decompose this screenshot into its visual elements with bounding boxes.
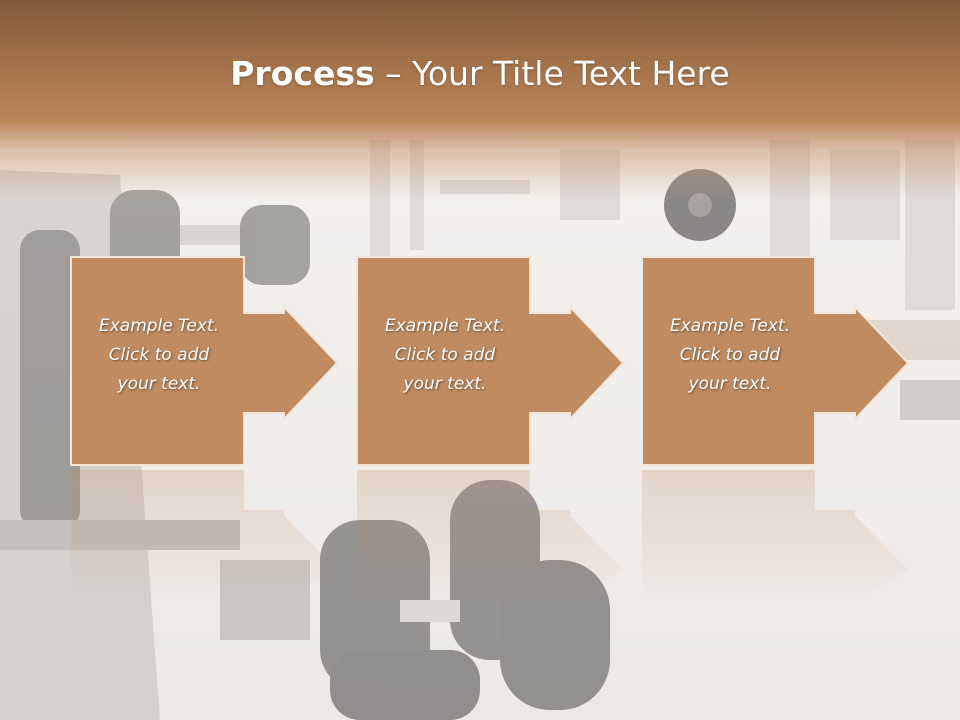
step-text[interactable]: Example Text. Click to add your text. [98,316,220,394]
step-arrow-shape [356,256,625,466]
step-reflection [71,470,337,600]
process-step-2[interactable]: Example Text. Click to add your text. [356,256,656,486]
title-rest: – Your Title Text Here [374,54,730,93]
process-step-3[interactable]: Example Text. Click to add your text. [641,256,941,486]
slide-title[interactable]: Process – Your Title Text Here [0,52,960,96]
header-band [0,0,960,200]
step-arrow-shape [641,256,910,466]
process-step-1[interactable]: Example Text. Click to add your text. [70,256,370,486]
title-bold: Process [230,54,375,93]
step-text[interactable]: Example Text. Click to add your text. [669,316,791,394]
step-reflection [357,470,623,600]
step-arrow-shape [70,256,339,466]
step-text[interactable]: Example Text. Click to add your text. [384,316,506,394]
step-reflection [642,470,908,600]
